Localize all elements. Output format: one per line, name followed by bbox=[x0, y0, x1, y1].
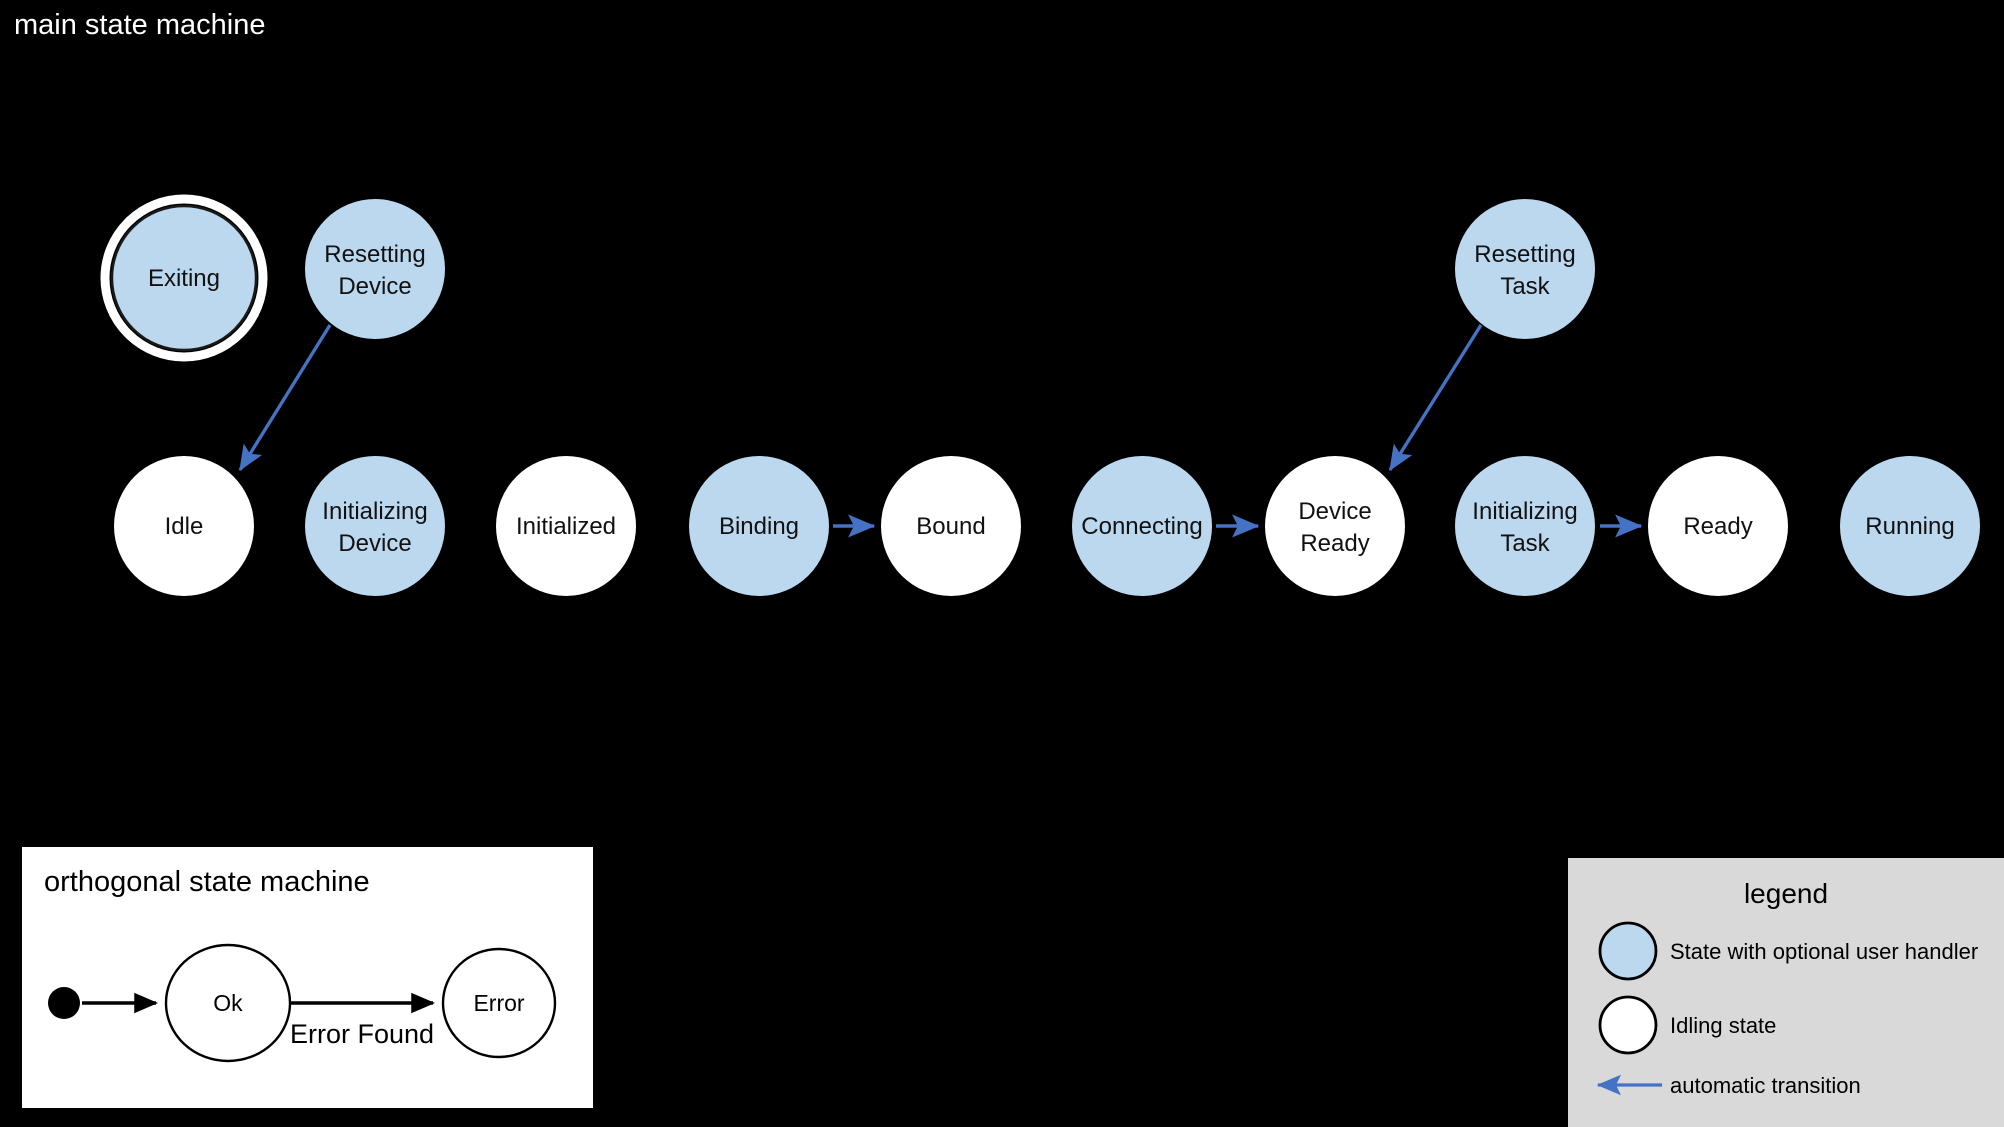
state-label-device-ready-line2: Ready bbox=[1300, 530, 1369, 557]
state-label-ready: Ready bbox=[1683, 513, 1752, 540]
blue-circle-icon bbox=[1598, 921, 1658, 981]
white-circle-icon bbox=[1598, 995, 1658, 1055]
state-circle bbox=[496, 456, 636, 596]
state-node-running[interactable]: Running bbox=[1840, 456, 1980, 596]
state-node-ok[interactable]: Ok bbox=[164, 943, 292, 1063]
legend-item-handler-state: State with optional user handler bbox=[1598, 921, 1978, 981]
state-circle bbox=[305, 199, 445, 339]
orthogonal-panel-title: orthogonal state machine bbox=[44, 866, 370, 898]
state-node-initialized[interactable]: Initialized bbox=[496, 456, 636, 596]
main-transitions bbox=[238, 324, 1643, 538]
state-label-ok: Ok bbox=[213, 990, 243, 1016]
state-circle bbox=[689, 456, 829, 596]
legend-item-idling-state: Idling state bbox=[1598, 995, 1776, 1055]
state-label-bound: Bound bbox=[916, 513, 985, 540]
state-circle bbox=[1455, 199, 1595, 339]
state-node-connecting[interactable]: Connecting bbox=[1072, 456, 1212, 596]
state-node-initializing-task[interactable]: Initializing Task bbox=[1455, 456, 1595, 596]
state-label-initialized: Initialized bbox=[516, 513, 616, 540]
transition-label-error-found: Error Found bbox=[290, 1019, 434, 1049]
state-circle bbox=[110, 204, 258, 352]
state-circle bbox=[1072, 456, 1212, 596]
state-label-resetting-task-line1: Resetting bbox=[1474, 241, 1575, 268]
state-node-exiting[interactable]: Exiting bbox=[100, 194, 268, 362]
legend-title: legend bbox=[1744, 878, 1828, 909]
state-label-initializing-device-line1: Initializing bbox=[322, 498, 427, 525]
state-label-binding: Binding bbox=[719, 513, 799, 540]
legend-label-handler-state: State with optional user handler bbox=[1670, 939, 1978, 964]
legend-item-automatic-transition: automatic transition bbox=[1596, 1073, 1861, 1098]
legend-label-idling-state: Idling state bbox=[1670, 1013, 1776, 1038]
state-label-resetting-device-line1: Resetting bbox=[324, 241, 425, 268]
state-node-binding[interactable]: Binding bbox=[689, 456, 829, 596]
state-circle bbox=[441, 947, 557, 1059]
state-node-idle[interactable]: Idle bbox=[114, 456, 254, 596]
transition-resetting-task-to-device-ready bbox=[1388, 324, 1483, 472]
state-circle bbox=[305, 456, 445, 596]
final-state-outer-ring bbox=[100, 194, 268, 362]
state-label-error: Error bbox=[473, 990, 524, 1016]
state-circle bbox=[164, 943, 292, 1063]
state-label-running: Running bbox=[1865, 513, 1954, 540]
state-label-idle: Idle bbox=[165, 513, 204, 540]
state-node-resetting-device[interactable]: Resetting Device bbox=[305, 199, 445, 339]
page-title: main state machine bbox=[14, 9, 265, 41]
state-circle bbox=[114, 456, 254, 596]
state-label-exiting: Exiting bbox=[148, 265, 220, 292]
state-node-device-ready[interactable]: Device Ready bbox=[1265, 456, 1405, 596]
state-circle bbox=[1455, 456, 1595, 596]
state-circle bbox=[1840, 456, 1980, 596]
state-label-initializing-task-line2: Task bbox=[1500, 530, 1550, 557]
state-label-initializing-task-line1: Initializing bbox=[1472, 498, 1577, 525]
state-node-error[interactable]: Error bbox=[441, 947, 557, 1059]
state-node-ready[interactable]: Ready bbox=[1648, 456, 1788, 596]
state-node-resetting-task[interactable]: Resetting Task bbox=[1455, 199, 1595, 339]
state-circle bbox=[881, 456, 1021, 596]
legend-label-automatic-transition: automatic transition bbox=[1670, 1073, 1861, 1098]
state-label-resetting-device-line2: Device bbox=[338, 273, 411, 300]
state-circle bbox=[1265, 456, 1405, 596]
initial-state-icon[interactable] bbox=[48, 987, 80, 1019]
legend-panel: legend State with optional user handler … bbox=[1568, 858, 2004, 1127]
orthogonal-state-machine-panel: orthogonal state machine Ok Error Found … bbox=[22, 847, 593, 1108]
state-label-connecting: Connecting bbox=[1081, 513, 1202, 540]
state-node-bound[interactable]: Bound bbox=[881, 456, 1021, 596]
state-label-resetting-task-line2: Task bbox=[1500, 273, 1550, 300]
state-label-device-ready-line1: Device bbox=[1298, 498, 1371, 525]
state-label-initializing-device-line2: Device bbox=[338, 530, 411, 557]
state-circle bbox=[1648, 456, 1788, 596]
transition-resetting-device-to-idle bbox=[238, 324, 332, 472]
state-node-initializing-device[interactable]: Initializing Device bbox=[305, 456, 445, 596]
legend-panel-background bbox=[1568, 858, 2004, 1127]
